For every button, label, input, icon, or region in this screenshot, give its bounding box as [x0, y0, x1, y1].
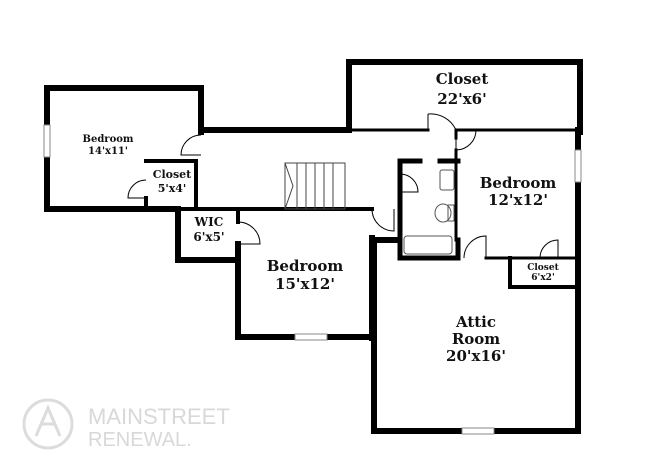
door-top-closet-b: [455, 129, 477, 151]
door-top-closet-a: [427, 113, 457, 131]
wall-bathroom: [397, 158, 461, 261]
label-bedroom-left-name: Bedroom: [83, 134, 134, 145]
label-bedroom-mid-name: Bedroom: [267, 257, 344, 275]
door-bathroom: [399, 173, 419, 193]
watermark-line2: RENEWAL.: [88, 429, 192, 451]
bathroom-fixtures: [403, 169, 455, 255]
wall-small-closet: [508, 256, 580, 289]
label-attic-size: 20'x16': [446, 347, 506, 365]
bathtub-icon: [403, 235, 453, 255]
window-middle-bedroom: [294, 333, 328, 341]
door-right-bedroom: [463, 235, 487, 259]
label-wic-size: 6'x5': [193, 230, 224, 244]
label-closet-left-size: 5'x4': [158, 182, 187, 195]
window-attic: [461, 427, 495, 435]
room-labels: Closet 22'x6' Bedroom 14'x11' Closet 5'x…: [83, 70, 560, 365]
window-left-bedroom: [43, 124, 51, 158]
toilet-icon: [434, 203, 452, 223]
watermark-line1: MAINSTREET: [88, 404, 230, 429]
windows: [43, 124, 582, 435]
label-closet-top-name: Closet: [436, 70, 489, 88]
logo-ring: [22, 398, 74, 450]
label-wic-name: WIC: [194, 215, 224, 229]
label-bedroom-left-size: 14'x11': [88, 146, 128, 157]
door-wic: [237, 221, 261, 245]
label-closet-small-size: 6'x2': [531, 273, 554, 283]
label-bedroom-right-size: 12'x12': [488, 191, 548, 209]
label-attic-name-1: Attic: [455, 313, 496, 331]
walls: [44, 59, 583, 434]
label-attic-name-2: Room: [452, 330, 500, 348]
door-attic: [371, 208, 395, 232]
stair-outline: [284, 162, 346, 210]
label-closet-left-name: Closet: [153, 168, 192, 181]
stairs: [284, 162, 346, 210]
doors: [127, 113, 559, 259]
label-bedroom-right-name: Bedroom: [480, 174, 557, 192]
sink-icon: [439, 169, 455, 191]
door-left-closet: [127, 179, 147, 199]
label-bedroom-mid-size: 15'x12': [275, 275, 335, 293]
wall-top-closet: [346, 59, 583, 135]
door-small-closet: [539, 239, 559, 259]
mainstreet-renewal-logo: MAINSTREET RENEWAL.: [22, 398, 230, 451]
label-closet-top-size: 22'x6': [437, 90, 486, 108]
wall-attic: [371, 237, 581, 434]
window-right-bedroom: [574, 149, 582, 183]
door-left-bedroom: [180, 134, 202, 156]
label-closet-small-name: Closet: [527, 263, 559, 273]
wall-wic: [175, 206, 241, 263]
logo-mark: [34, 404, 62, 437]
